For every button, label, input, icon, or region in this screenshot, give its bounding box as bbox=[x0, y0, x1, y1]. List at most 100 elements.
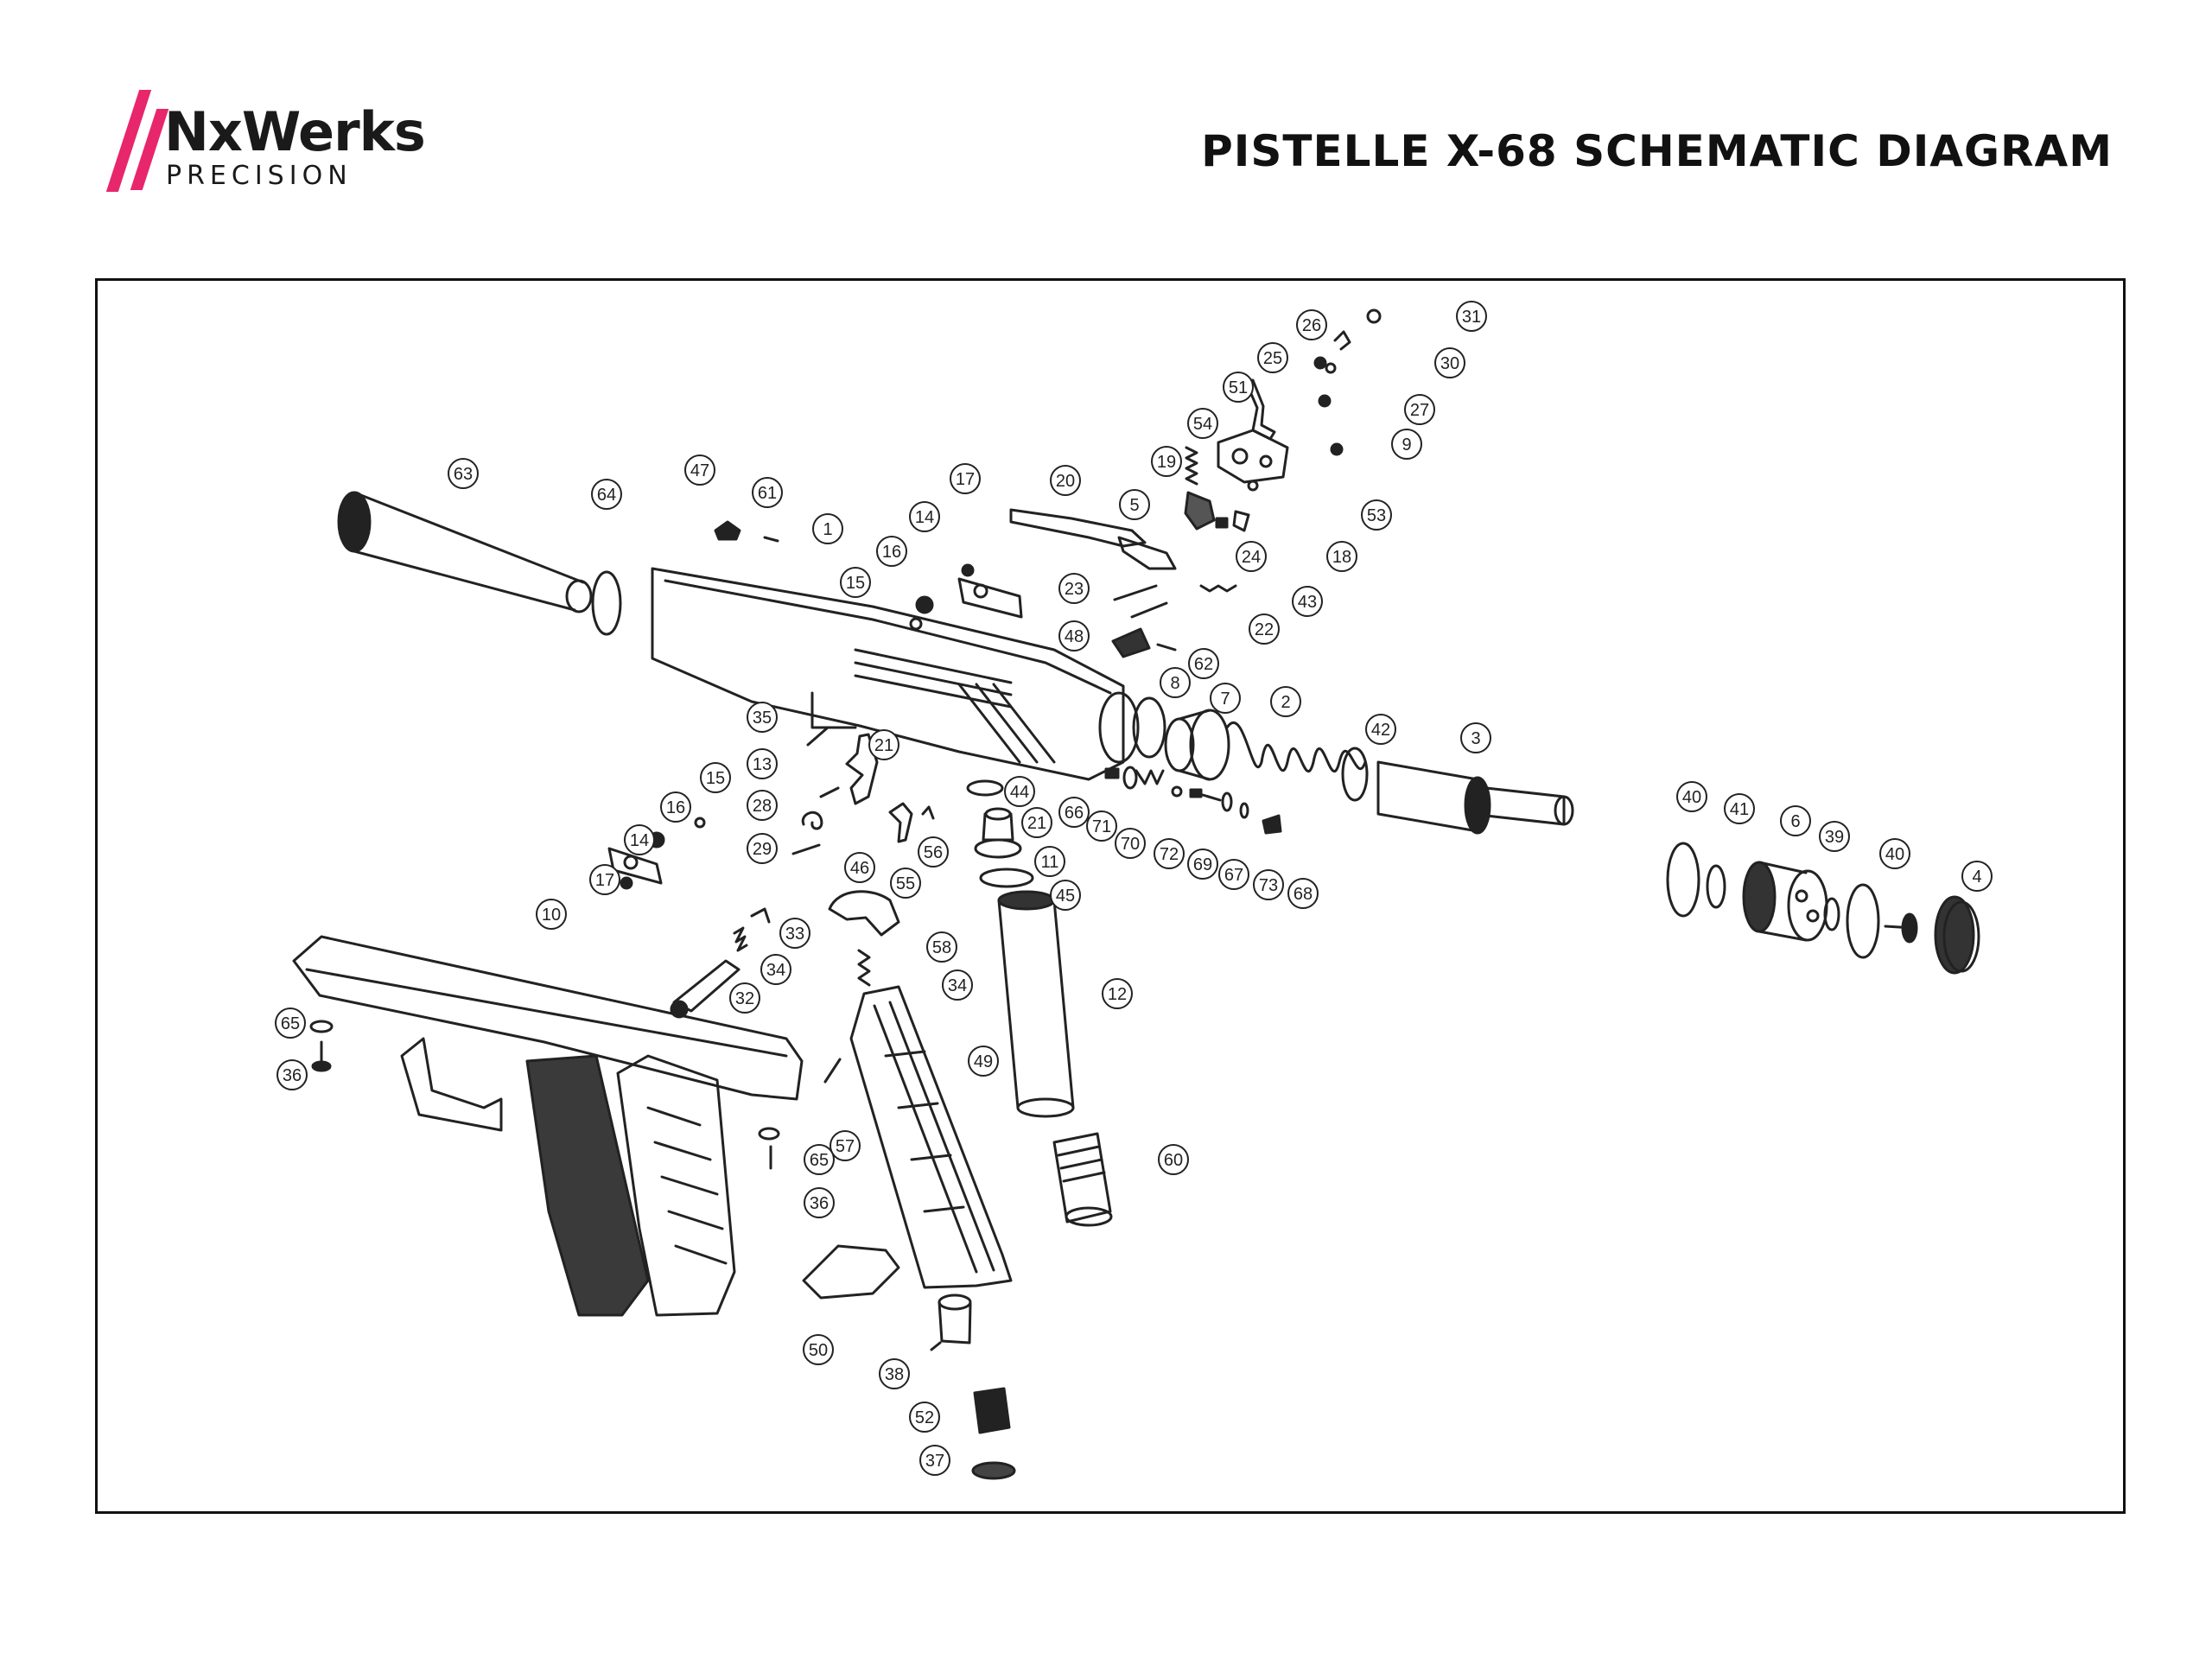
page-title: PISTELLE X-68 SCHEMATIC DIAGRAM bbox=[1201, 126, 2113, 176]
callout-15: 15 bbox=[840, 567, 871, 598]
callout-number: 26 bbox=[1302, 316, 1321, 335]
callout-57: 57 bbox=[830, 1130, 861, 1161]
brand-tagline: PRECISION bbox=[166, 161, 353, 191]
callout-number: 19 bbox=[1157, 453, 1176, 472]
callout-42: 42 bbox=[1365, 714, 1396, 745]
part-39-o-ring bbox=[1823, 897, 1840, 931]
callout-19: 19 bbox=[1151, 446, 1182, 477]
part-31-washer bbox=[1366, 308, 1382, 324]
callout-number: 2 bbox=[1281, 693, 1290, 712]
callout-number: 67 bbox=[1224, 866, 1243, 885]
callout-number: 36 bbox=[283, 1066, 302, 1085]
part-38-cap bbox=[930, 1294, 972, 1351]
parts-13-28-29-35-trigger-group bbox=[791, 726, 879, 855]
part-54-spring bbox=[1185, 446, 1198, 486]
part-drawings bbox=[292, 308, 1980, 1480]
callout-number: 37 bbox=[925, 1452, 944, 1471]
callout-number: 49 bbox=[974, 1052, 993, 1071]
callout-2: 2 bbox=[1270, 686, 1301, 717]
callout-number: 72 bbox=[1160, 845, 1179, 864]
callout-16: 16 bbox=[660, 791, 691, 823]
callout-number: 57 bbox=[836, 1137, 855, 1156]
callout-circle bbox=[779, 918, 810, 949]
callout-circle bbox=[840, 567, 871, 598]
part-40-o-ring bbox=[1666, 842, 1700, 918]
callout-29: 29 bbox=[747, 833, 778, 864]
callout-number: 48 bbox=[1065, 627, 1084, 646]
part-6-end-cap bbox=[1742, 861, 1828, 942]
callout-circle bbox=[1115, 828, 1146, 859]
callout-circle bbox=[1187, 849, 1218, 880]
callout-circle bbox=[918, 836, 949, 868]
callout-number: 23 bbox=[1065, 580, 1084, 599]
callout-circle bbox=[1404, 394, 1435, 425]
callout-56: 56 bbox=[918, 836, 949, 868]
callout-number: 18 bbox=[1332, 548, 1351, 567]
callout-circle bbox=[1158, 1144, 1189, 1175]
callout-circle bbox=[1102, 978, 1133, 1009]
callout-number: 15 bbox=[846, 574, 865, 593]
callout-36: 36 bbox=[804, 1187, 835, 1218]
callout-circle bbox=[1676, 781, 1707, 812]
callout-26: 26 bbox=[1296, 309, 1327, 340]
callout-14: 14 bbox=[909, 501, 940, 532]
part-65-washer bbox=[758, 1127, 780, 1141]
callout-9: 9 bbox=[1391, 429, 1422, 460]
callout-number: 30 bbox=[1440, 354, 1459, 373]
callout-circle bbox=[909, 501, 940, 532]
callout-circle bbox=[1361, 499, 1392, 531]
part-7-cup bbox=[1164, 709, 1230, 781]
callout-number: 42 bbox=[1371, 721, 1390, 740]
callout-number: 21 bbox=[1027, 814, 1046, 833]
callout-circle bbox=[1004, 776, 1035, 807]
callout-62: 62 bbox=[1188, 648, 1219, 679]
part-53-pin bbox=[1247, 480, 1259, 492]
callout-circle bbox=[890, 868, 921, 899]
callout-53: 53 bbox=[1361, 499, 1392, 531]
callout-circle bbox=[624, 824, 655, 855]
callout-40: 40 bbox=[1879, 838, 1910, 869]
part-27-washer bbox=[1325, 362, 1337, 374]
part-40-o-ring bbox=[1846, 883, 1880, 959]
callout-number: 27 bbox=[1410, 401, 1429, 420]
callout-circle bbox=[1391, 429, 1422, 460]
callout-3: 3 bbox=[1460, 722, 1491, 753]
callout-number: 17 bbox=[956, 470, 975, 489]
callout-number: 1 bbox=[823, 520, 832, 539]
callout-number: 14 bbox=[915, 508, 934, 527]
callout-73: 73 bbox=[1253, 869, 1284, 900]
part-62-pin bbox=[1156, 643, 1177, 652]
callout-48: 48 bbox=[1058, 620, 1090, 652]
callout-circle bbox=[1270, 686, 1301, 717]
callout-circle bbox=[1257, 342, 1288, 373]
callout-8: 8 bbox=[1160, 667, 1191, 698]
callout-number: 4 bbox=[1972, 868, 1981, 887]
callout-23: 23 bbox=[1058, 573, 1090, 604]
callout-circle bbox=[1296, 309, 1327, 340]
callout-circle bbox=[660, 791, 691, 823]
callout-17: 17 bbox=[589, 864, 620, 895]
callout-circle bbox=[1249, 613, 1280, 645]
callout-circle bbox=[1780, 805, 1811, 836]
callout-circle bbox=[591, 479, 622, 510]
callout-number: 11 bbox=[1041, 853, 1059, 872]
callout-40: 40 bbox=[1676, 781, 1707, 812]
callout-44: 44 bbox=[1004, 776, 1035, 807]
callout-circle bbox=[729, 982, 760, 1014]
callout-number: 62 bbox=[1194, 655, 1213, 674]
callout-32: 32 bbox=[729, 982, 760, 1014]
callout-14: 14 bbox=[624, 824, 655, 855]
callout-12: 12 bbox=[1102, 978, 1133, 1009]
part-2-main-spring bbox=[1225, 721, 1367, 772]
part-5-sear bbox=[1117, 536, 1177, 570]
part-60-valve-knob bbox=[1052, 1132, 1113, 1227]
callout-number: 33 bbox=[785, 925, 804, 944]
callout-circle bbox=[448, 458, 479, 489]
part-10-lower-frame bbox=[292, 935, 804, 1317]
callout-52: 52 bbox=[909, 1402, 940, 1433]
callout-number: 52 bbox=[915, 1408, 934, 1427]
part-33-pin bbox=[750, 907, 771, 924]
callout-4: 4 bbox=[1961, 861, 1993, 892]
callout-66: 66 bbox=[1058, 797, 1090, 828]
